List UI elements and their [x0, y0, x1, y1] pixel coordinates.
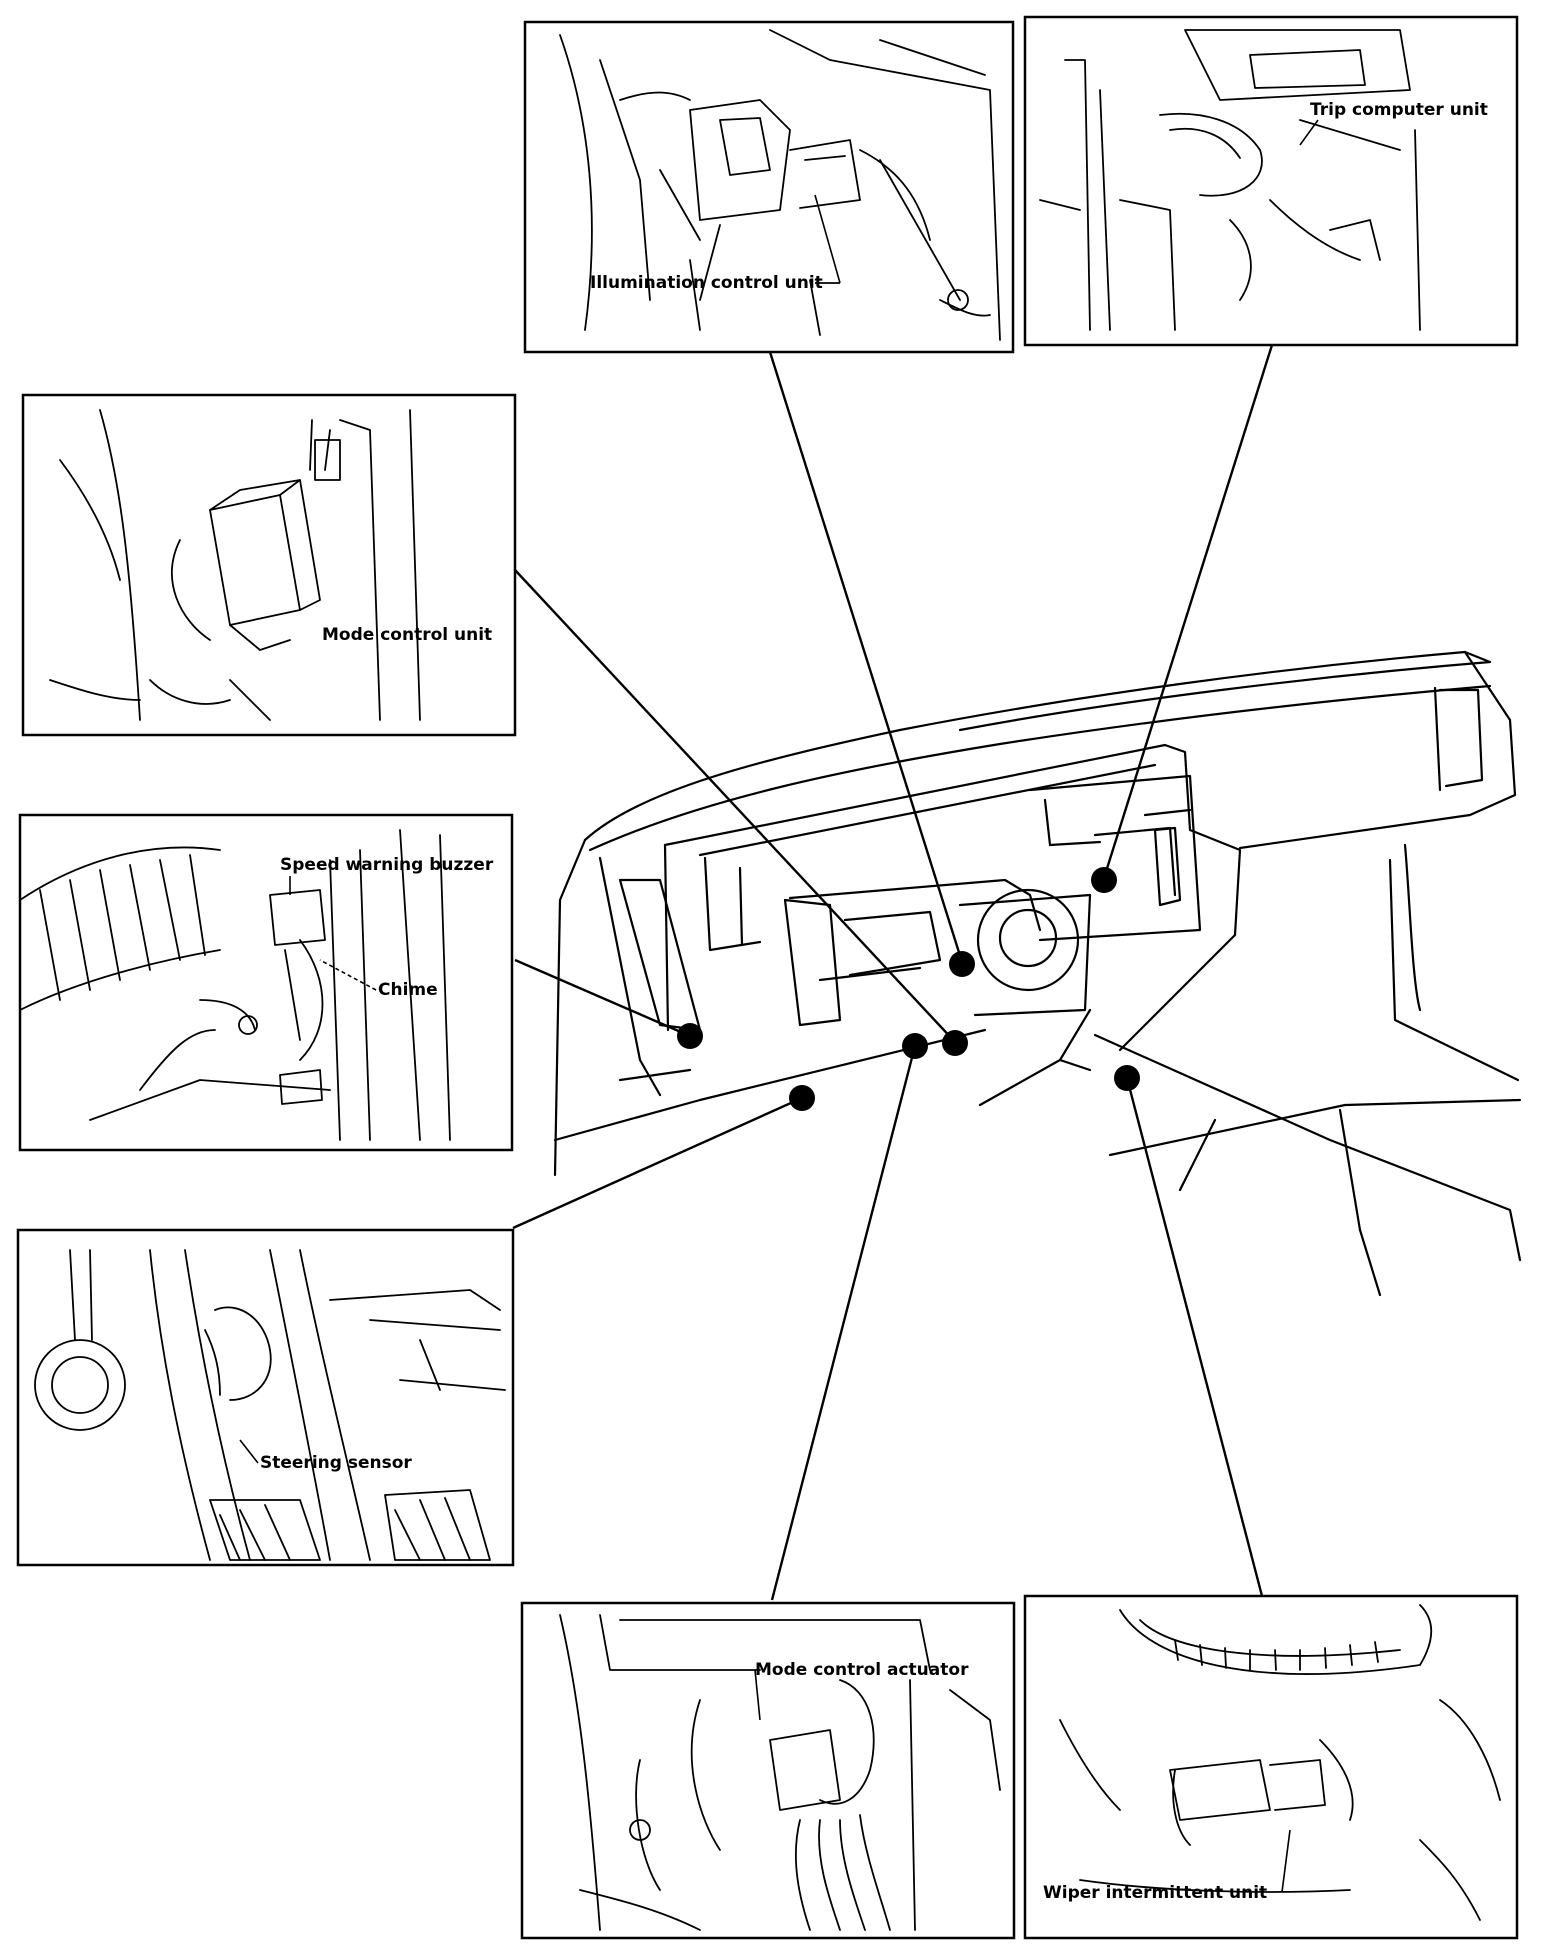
panel-mode-control-unit: Mode control unit: [21, 393, 517, 737]
dot-trip-computer: [1091, 867, 1117, 893]
panel-illumination-control-unit: Illumination control unit: [523, 20, 1015, 354]
label-chime: Chime: [378, 980, 438, 1000]
label-speed-warning-buzzer: Speed warning buzzer: [280, 855, 494, 875]
label-steering-sensor: Steering sensor: [260, 1453, 412, 1473]
label-mode-control-actuator: Mode control actuator: [755, 1660, 969, 1680]
dot-illumination: [949, 951, 975, 977]
label-trip-computer-unit: Trip computer unit: [1310, 100, 1488, 120]
dashboard-drawing: [553, 650, 1522, 1297]
leader-illumination: [768, 351, 964, 963]
leader-lines: [512, 344, 1274, 1601]
label-wiper-intermittent-unit: Wiper intermittent unit: [1043, 1883, 1267, 1903]
panel-trip-computer-unit: Trip computer unit: [1023, 15, 1519, 347]
panel-speed-warning-buzzer-chime: Speed warning buzzer Chime: [18, 813, 514, 1152]
leader-wiper-unit: [1125, 1077, 1264, 1597]
leader-trip-computer: [1102, 344, 1274, 879]
leader-steering-sensor: [512, 1096, 803, 1230]
leader-speed-buzzer: [514, 958, 691, 1038]
leader-mode-actuator: [770, 1045, 917, 1601]
label-mode-control-unit: Mode control unit: [322, 625, 492, 645]
panel-steering-sensor: Steering sensor: [16, 1228, 515, 1567]
label-illumination-control-unit: Illumination control unit: [590, 273, 823, 293]
panel-mode-control-actuator: Mode control actuator: [520, 1601, 1016, 1940]
leader-mode-control-unit: [514, 569, 956, 1043]
panel-wiper-intermittent-unit: Wiper intermittent unit: [1023, 1594, 1519, 1940]
